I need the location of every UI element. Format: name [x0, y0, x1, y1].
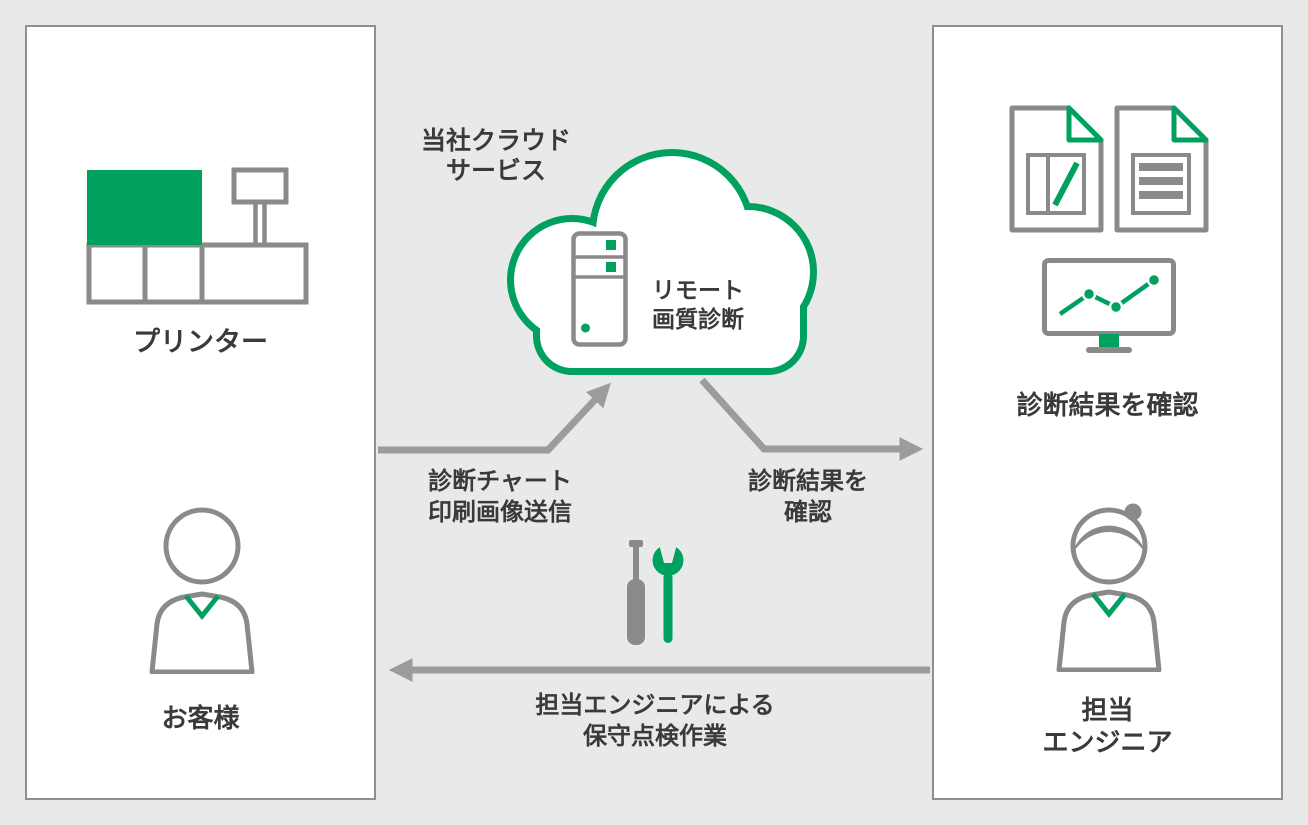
cloud-service-name: リモート 画質診断 — [652, 277, 744, 332]
document-chart-icon — [1009, 105, 1104, 233]
customer-panel: プリンター お客様 — [25, 25, 376, 800]
hair-bun-icon — [1124, 503, 1142, 521]
folded-corner-icon — [1066, 105, 1104, 143]
screwdriver-icon — [627, 540, 645, 645]
engineer-label: 担当 エンジニア — [1042, 695, 1173, 757]
hair-icon — [1072, 525, 1146, 555]
customer-icon — [149, 507, 255, 674]
server-icon — [571, 231, 628, 347]
flow-to-cloud-label: 診断チャート 印刷画像送信 — [428, 468, 572, 526]
engineer-icon — [1056, 503, 1162, 672]
document-list-icon — [1114, 105, 1209, 233]
printer-icon — [86, 167, 309, 305]
engineer-panel: 診断結果を確認 担当 エンジニア — [932, 25, 1283, 800]
customer-label: お客様 — [161, 703, 240, 733]
arrow-to-cloud — [378, 382, 611, 454]
wrench-icon — [652, 547, 684, 643]
collar-icon — [184, 594, 220, 621]
flow-maintenance-label: 担当エンジニアによる 保守点検作業 — [535, 692, 775, 750]
tools-icon — [627, 540, 684, 645]
collar-icon — [1091, 592, 1127, 619]
printer-label: プリンター — [133, 327, 268, 357]
cloud-icon — [507, 149, 817, 375]
flow-to-engineer-label: 診断結果を 確認 — [748, 468, 868, 526]
folded-corner-icon — [1171, 105, 1209, 143]
monitor-graph-icon — [1042, 258, 1176, 353]
results-label: 診断結果を確認 — [1016, 390, 1199, 420]
arrow-to-engineer — [699, 377, 924, 461]
cloud-provider-label: 当社クラウド サービス — [420, 127, 571, 185]
